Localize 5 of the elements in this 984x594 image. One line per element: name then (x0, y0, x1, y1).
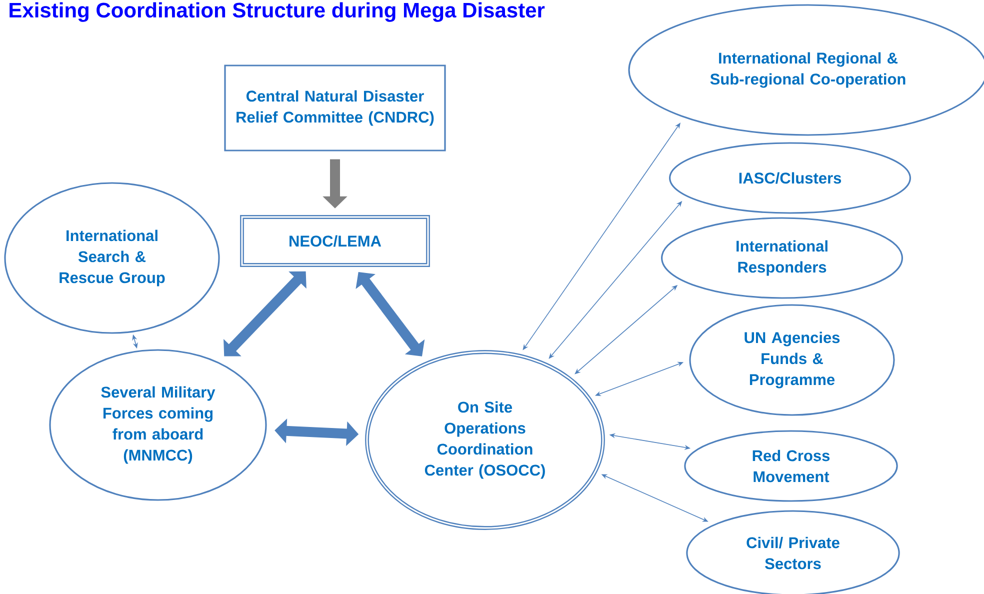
agency-box: Central Natural Disaster Relief Committee (CNDRC) (224, 64, 446, 152)
title: Existing Coordination Structure during Mega Disaster (10, 2, 545, 22)
block-arrow (356, 272, 425, 356)
block-arrow (224, 271, 306, 356)
agency-box: NEOC/LEMA (240, 215, 430, 267)
